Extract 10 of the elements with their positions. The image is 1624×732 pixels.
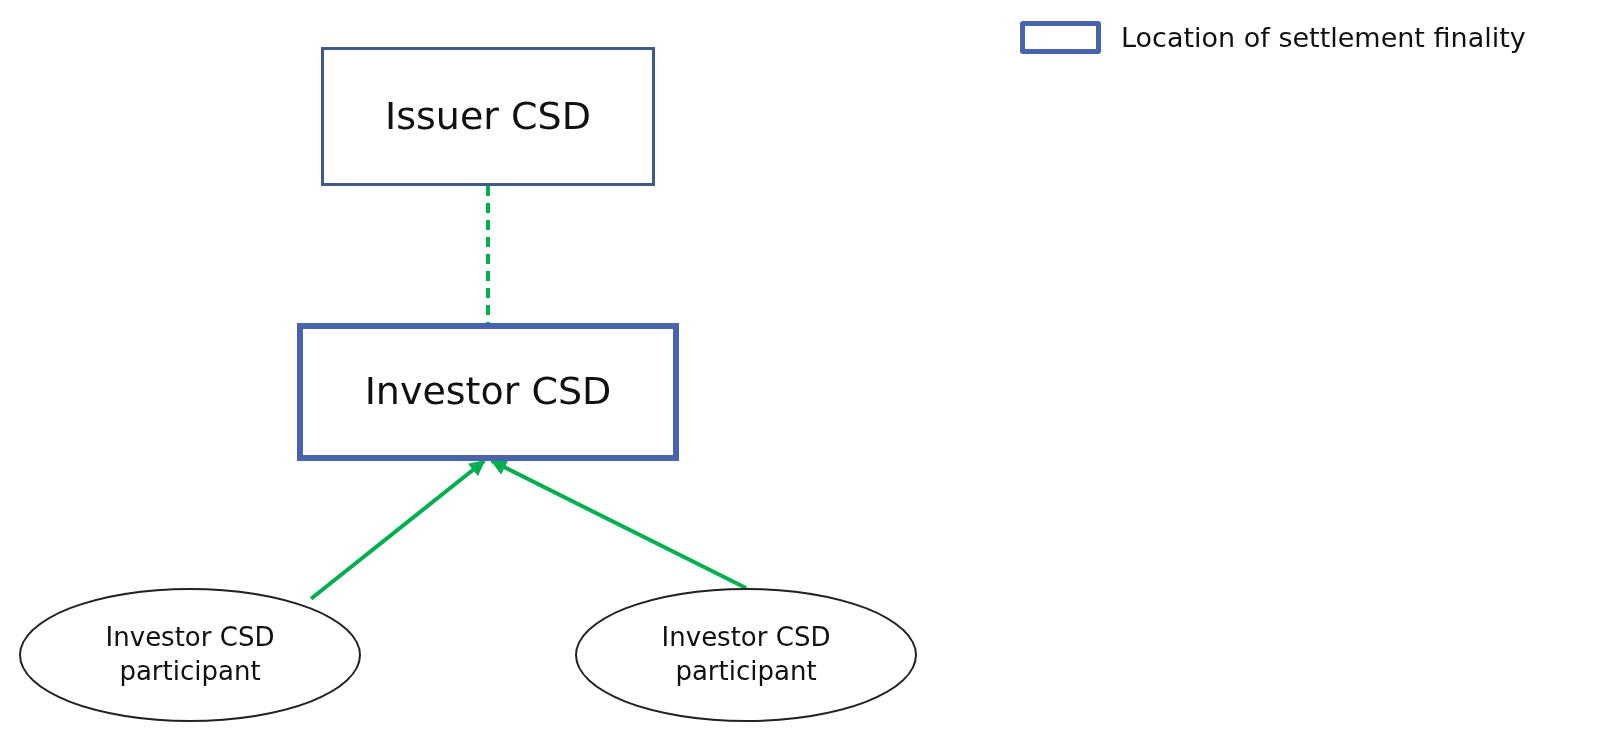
process-box <box>321 47 655 186</box>
node-label: Investor CSD participant <box>104 621 276 688</box>
node-label: Investor CSD <box>364 368 612 416</box>
arrow <box>309 459 486 601</box>
connector-line <box>486 186 490 323</box>
process-box <box>297 323 679 461</box>
node-label: Issuer CSD <box>385 92 591 140</box>
legend-label: Location of settlement finality <box>1121 22 1526 53</box>
node-label: Investor CSD participant <box>660 621 832 688</box>
arrow <box>490 459 747 590</box>
